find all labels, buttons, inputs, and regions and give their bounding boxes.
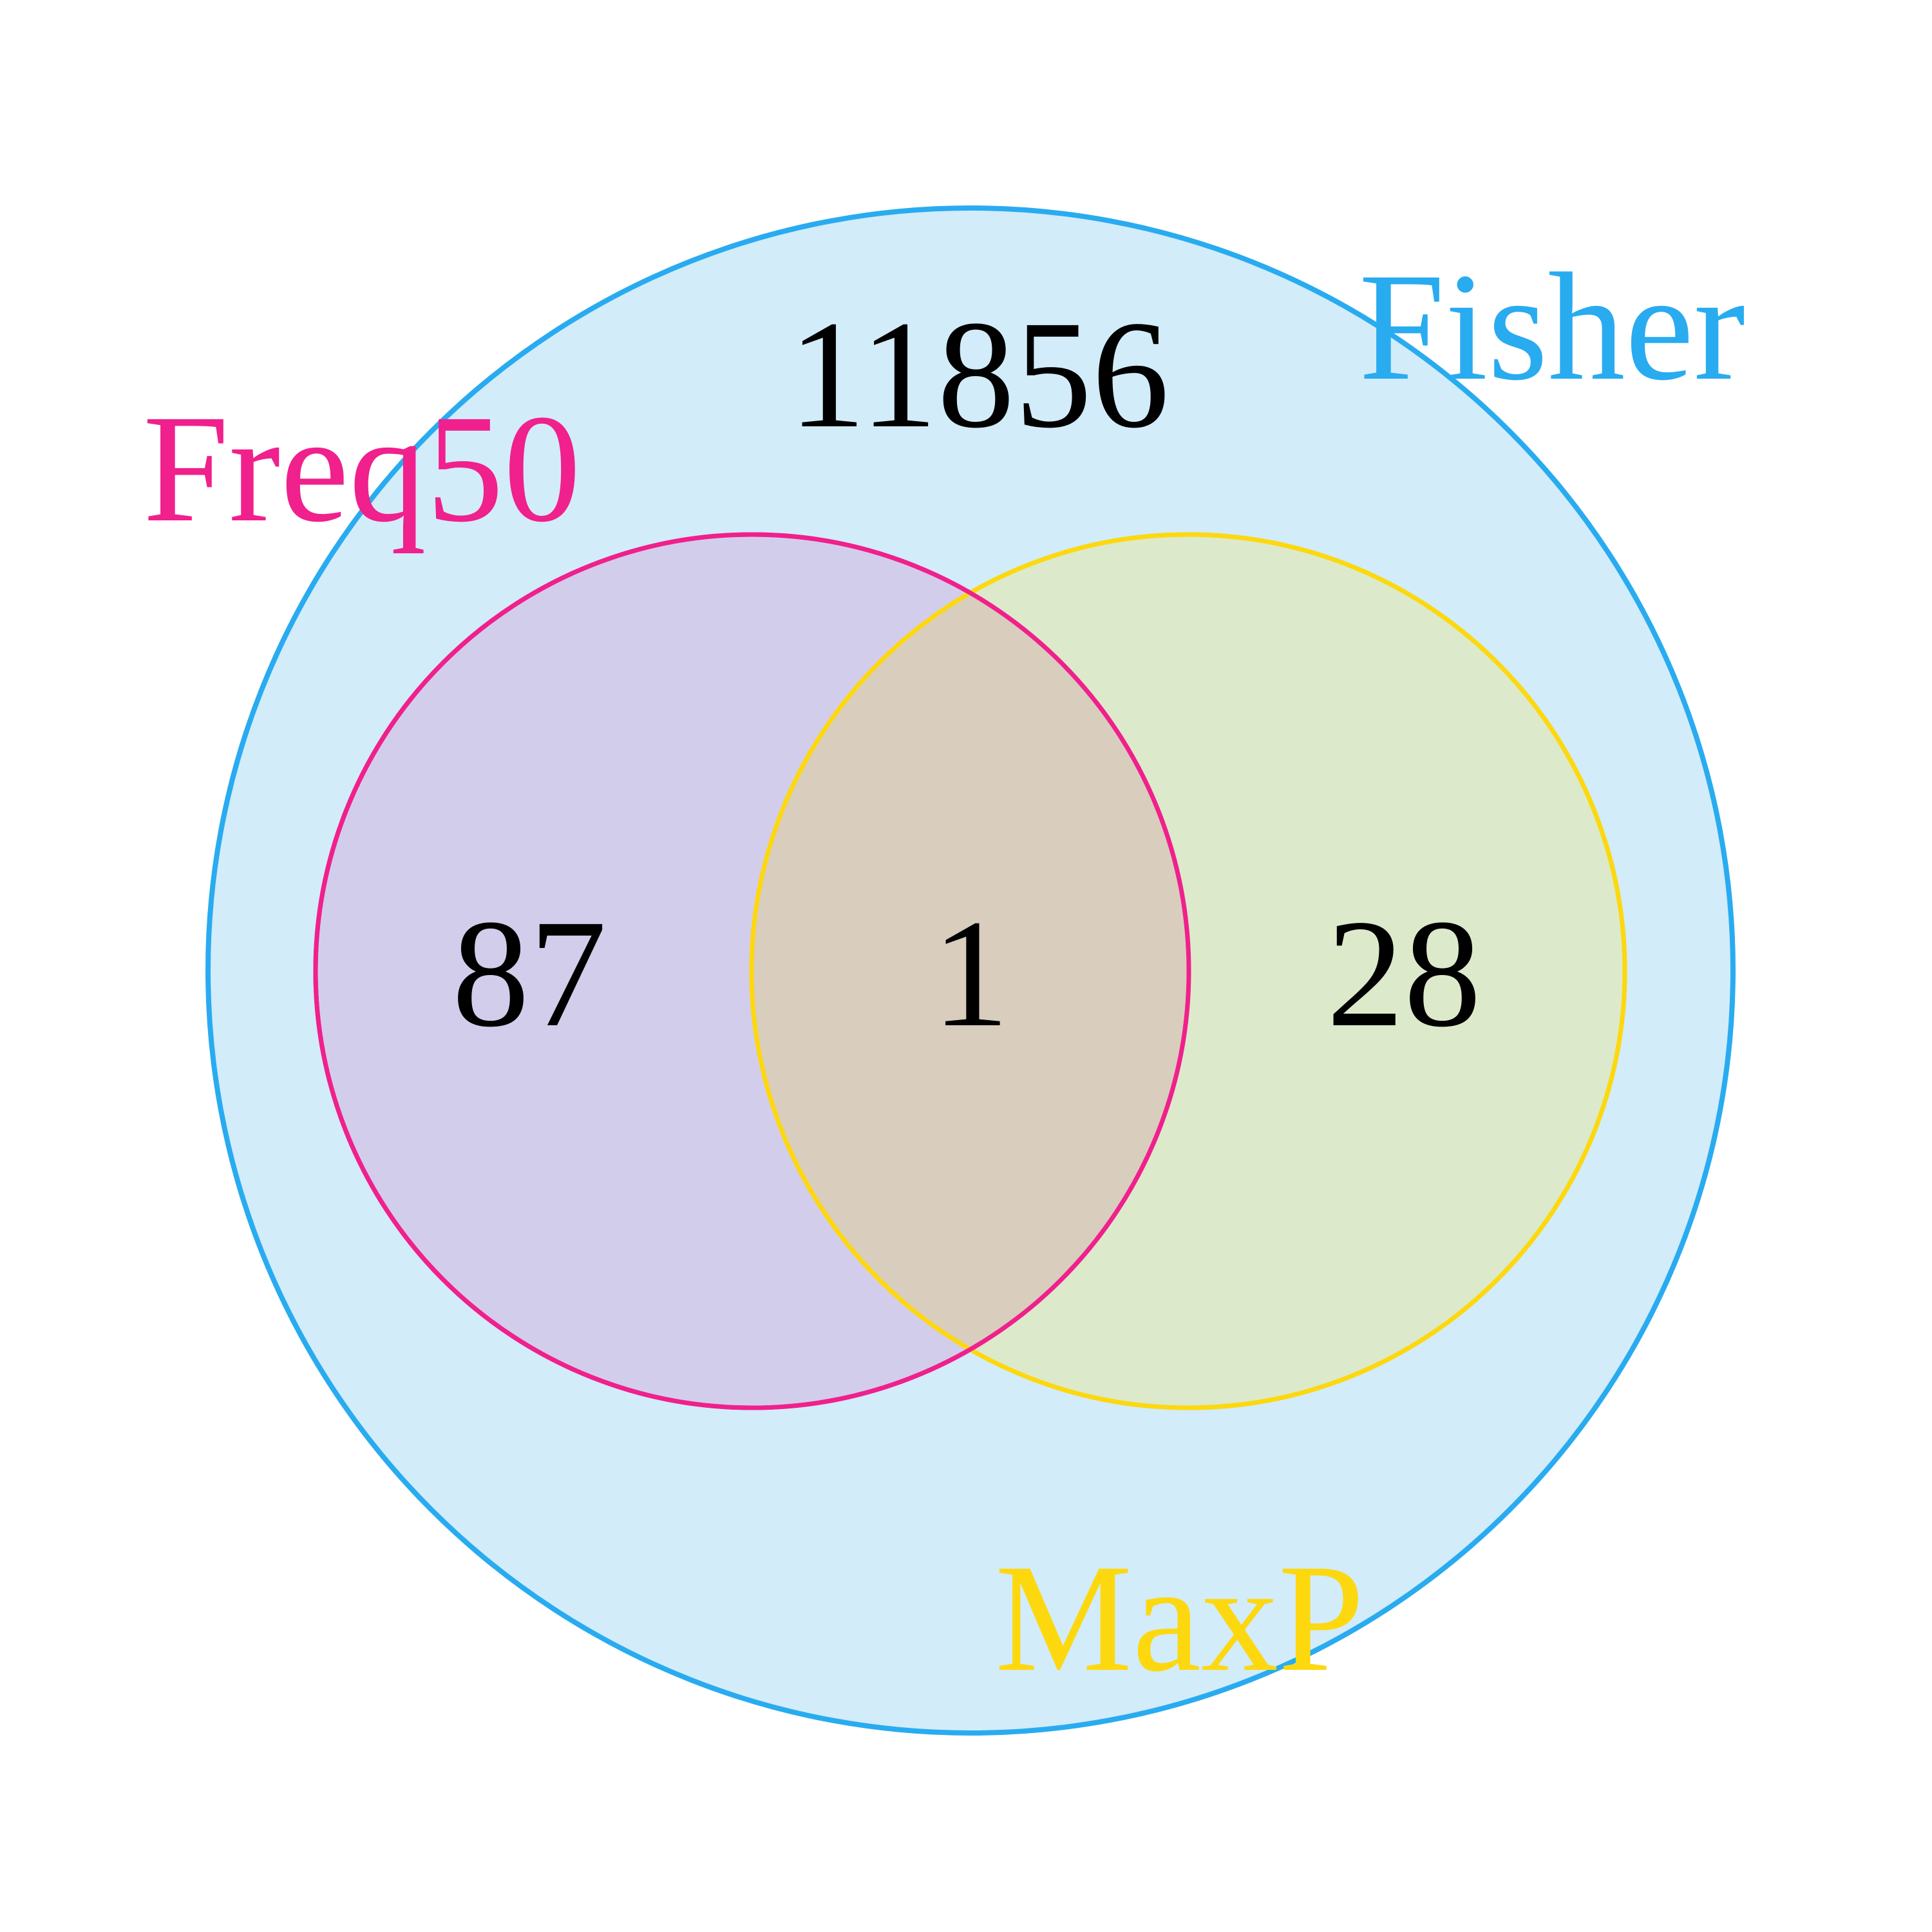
freq50-label: Freq50 bbox=[143, 383, 581, 554]
freq50-only-count: 87 bbox=[452, 887, 607, 1059]
fisher-only-count: 11856 bbox=[788, 289, 1169, 460]
maxp-circle-outline bbox=[749, 532, 1627, 1410]
freq50-circle-outline bbox=[313, 532, 1191, 1410]
maxp-only-count: 28 bbox=[1327, 887, 1481, 1059]
freq50-maxp-count: 1 bbox=[932, 887, 1009, 1059]
maxp-label: MaxP bbox=[995, 1532, 1364, 1703]
fisher-label: Fisher bbox=[1359, 241, 1745, 412]
